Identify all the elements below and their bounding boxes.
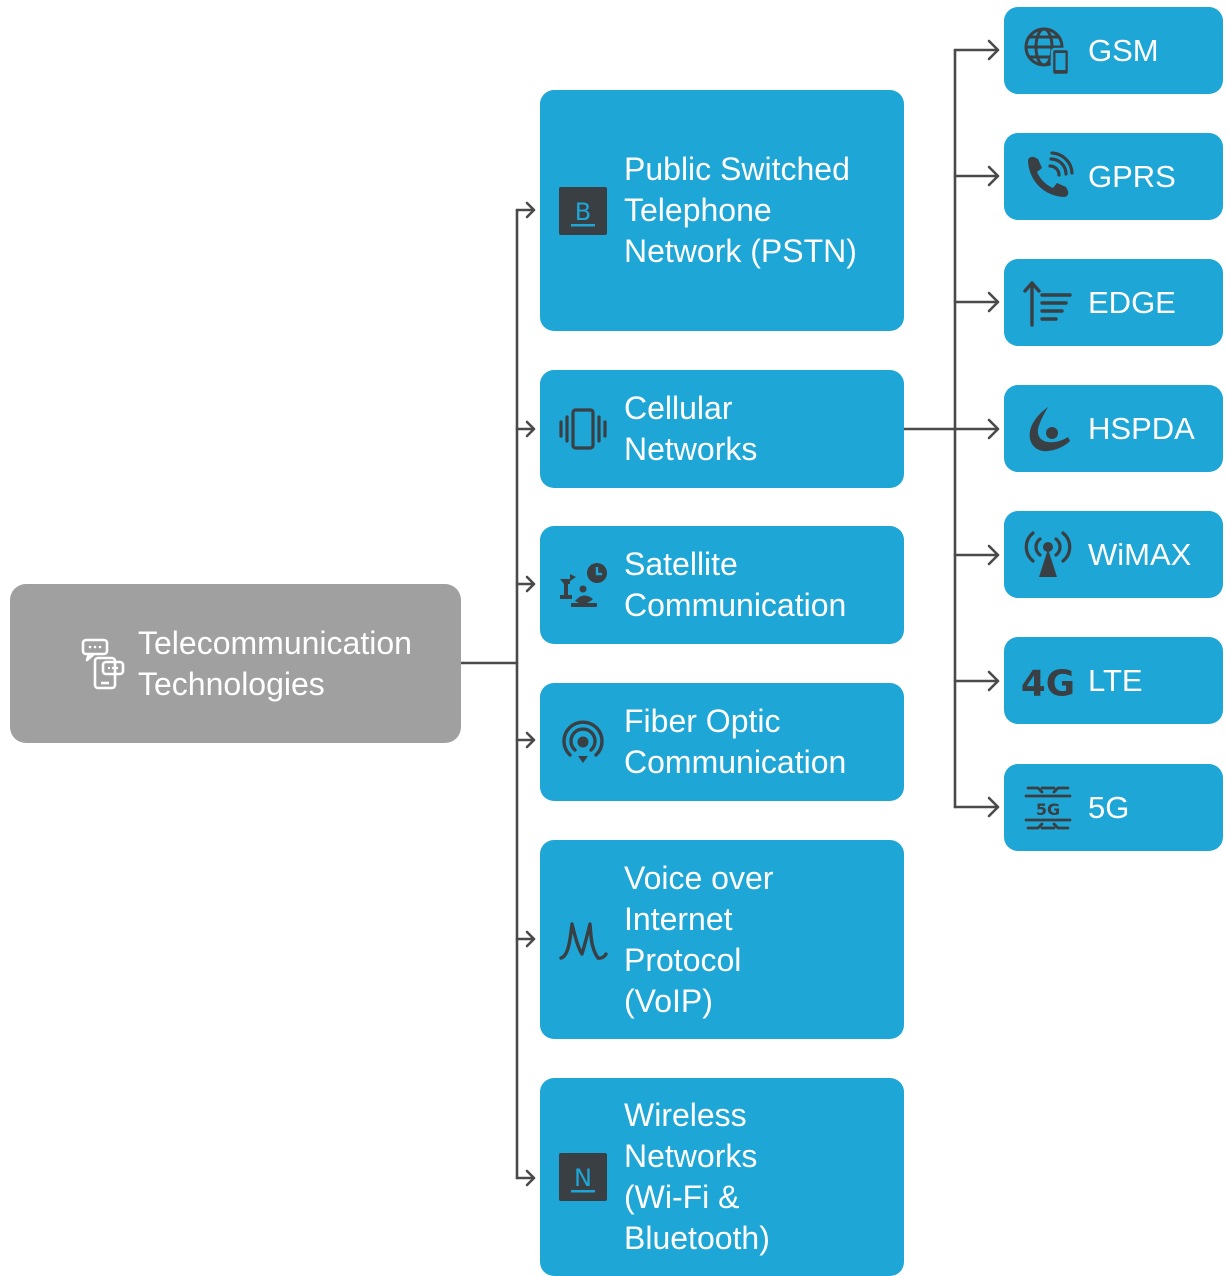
branch-edge: [953, 291, 1000, 313]
hspda-label: HSPDA: [1088, 411, 1195, 446]
edge-label: EDGE: [1088, 285, 1176, 320]
node-wimax: WiMAX: [1004, 511, 1223, 598]
branch-gsm: [953, 39, 1000, 61]
hook-circle-icon: [1020, 401, 1076, 457]
branch-pstn: [515, 201, 536, 219]
node-wireless: N Wireless Networks (Wi-Fi & Bluetooth): [540, 1078, 904, 1276]
fiber-label: Fiber Optic Communication: [624, 703, 847, 780]
root-node-telecom: Telecommunication Technologies: [10, 584, 461, 743]
node-pstn: B Public Switched Telephone Network (PST…: [540, 90, 904, 331]
branch-gprs: [953, 165, 1000, 187]
5g-label: 5G: [1088, 790, 1130, 825]
cellular-label: Cellular Networks: [624, 390, 758, 467]
branch-lte: [953, 670, 1000, 692]
wireless-label: Wireless Networks (Wi-Fi & Bluetooth): [624, 1097, 770, 1256]
phone-signal-icon: [1020, 149, 1076, 205]
branch-voip: [515, 930, 536, 948]
node-satellite: Satellite Communication: [540, 526, 904, 644]
branch-hspda: [953, 418, 1000, 440]
gprs-label: GPRS: [1088, 159, 1176, 194]
svg-text:5G: 5G: [1036, 800, 1060, 819]
branch-cellular: [515, 420, 536, 438]
node-edge: EDGE: [1004, 259, 1223, 346]
branch-fiber: [515, 731, 536, 749]
node-gsm: GSM: [1004, 7, 1223, 94]
node-gprs: GPRS: [1004, 133, 1223, 220]
node-hspda: HSPDA: [1004, 385, 1223, 472]
globe-phone-icon: [1020, 23, 1076, 79]
node-voip: Voice over Internet Protocol (VoIP): [540, 840, 904, 1039]
gsm-label: GSM: [1088, 33, 1159, 68]
satellite-dish-icon: [556, 558, 610, 612]
node-5g: 5G 5G: [1004, 764, 1223, 851]
script-m-icon: [556, 913, 610, 967]
signal-broadcast-icon: [556, 715, 610, 769]
node-lte: 4G LTE: [1004, 637, 1223, 724]
node-cellular: Cellular Networks: [540, 370, 904, 488]
branch-wimax: [953, 544, 1000, 566]
lte-label: LTE: [1088, 663, 1143, 698]
pstn-label: Public Switched Telephone Network (PSTN): [624, 151, 857, 269]
wimax-label: WiMAX: [1088, 537, 1192, 572]
svg-text:N: N: [574, 1164, 592, 1192]
chat-phone-icon: [76, 636, 130, 692]
satellite-label: Satellite Communication: [624, 546, 847, 623]
antenna-tower-icon: [1020, 527, 1076, 583]
branch-satellite: [515, 575, 536, 593]
letter-b-box-icon: B: [556, 184, 610, 238]
branch-wireless: [515, 1169, 536, 1187]
branch-5g: [953, 796, 1000, 818]
4g-icon: 4G: [1020, 653, 1076, 709]
root-label: Telecommunication Technologies: [138, 624, 412, 702]
node-fiber-optic: Fiber Optic Communication: [540, 683, 904, 801]
5g-chip-icon: 5G: [1020, 780, 1076, 836]
svg-text:4G: 4G: [1021, 663, 1075, 704]
svg-text:B: B: [575, 198, 591, 226]
letter-n-box-icon: N: [556, 1150, 610, 1204]
voip-label: Voice over Internet Protocol (VoIP): [624, 859, 774, 1019]
arrow-lines-icon: [1020, 275, 1076, 331]
vibrating-phone-icon: [556, 402, 610, 456]
